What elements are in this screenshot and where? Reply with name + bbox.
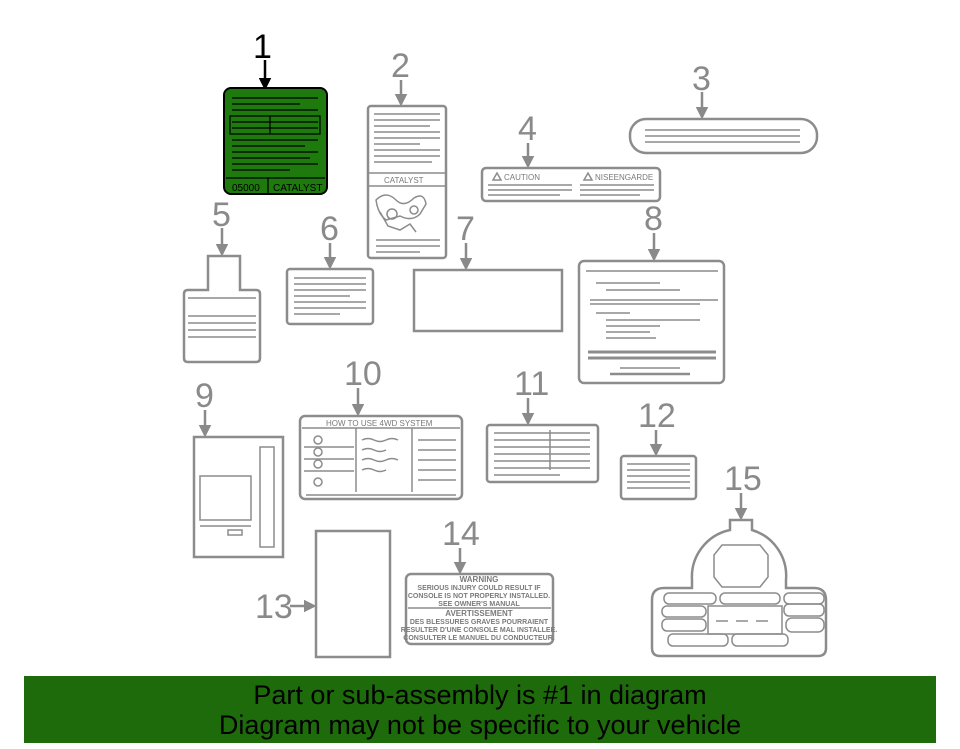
part-15-label[interactable]: 15 bbox=[650, 460, 828, 658]
label-12-body bbox=[619, 454, 698, 501]
banner-line-1: Part or sub-assembly is #1 in diagram bbox=[253, 679, 707, 710]
label-10-lines bbox=[302, 427, 460, 496]
label-9-body bbox=[192, 435, 285, 559]
callout-7: 7 bbox=[456, 210, 475, 248]
label-1-code: 05000 bbox=[232, 183, 260, 194]
callout-8: 8 bbox=[644, 200, 663, 238]
label-14-line6: CONSULTER LE MANUEL DU CONDUCTEUR. bbox=[403, 635, 554, 642]
label-10-title: HOW TO USE 4WD SYSTEM bbox=[326, 419, 433, 428]
label-9-lines bbox=[199, 446, 275, 548]
label-14-avert: AVERTISSEMENT bbox=[445, 609, 513, 618]
label-14-body bbox=[404, 572, 555, 646]
callout-14: 14 bbox=[442, 515, 480, 553]
callout-10: 10 bbox=[344, 355, 382, 393]
label-14-line1: SERIOUS INJURY COULD RESULT IF bbox=[417, 585, 541, 592]
callout-13: 13 bbox=[255, 588, 293, 626]
label-5-body bbox=[182, 254, 262, 364]
label-14-line4: DES BLESSURES GRAVES POURRAIENT bbox=[410, 619, 549, 626]
label-2-lines bbox=[369, 113, 445, 253]
part-11-label[interactable]: 11 bbox=[485, 365, 600, 484]
callout-3: 3 bbox=[692, 60, 711, 98]
callout-11: 11 bbox=[514, 365, 549, 403]
label-7-body bbox=[412, 268, 564, 333]
part-13-label[interactable]: 13 bbox=[255, 529, 392, 659]
part-4-label[interactable]: 4 CAUTION NISEENGARDE bbox=[480, 110, 662, 203]
label-6-lines bbox=[294, 277, 366, 315]
part-6-label[interactable]: 6 bbox=[285, 210, 375, 326]
label-12-lines bbox=[627, 463, 690, 489]
label-14-line5: RESULTER D'UNE CONSOLE MAL INSTALLEE. bbox=[401, 627, 558, 634]
part-1-emission-label[interactable]: 1 05000 CATALYST bbox=[223, 28, 328, 195]
label-14-line2: CONSOLE IS NOT PROPERLY INSTALLED. bbox=[408, 593, 550, 600]
callout-12: 12 bbox=[638, 397, 676, 435]
part-7-label[interactable]: 7 bbox=[412, 210, 564, 333]
label-1-catalyst: CATALYST bbox=[273, 183, 322, 194]
callout-5: 5 bbox=[212, 196, 231, 234]
label-14-line3: SEE OWNER'S MANUAL bbox=[438, 601, 520, 608]
label-1-lines bbox=[226, 97, 325, 193]
label-2-catalyst: CATALYST bbox=[384, 176, 424, 185]
part-3-label[interactable]: 3 bbox=[628, 60, 819, 155]
callout-2: 2 bbox=[391, 47, 410, 85]
banner-line-2: Diagram may not be specific to your vehi… bbox=[218, 709, 742, 740]
label-15-lines bbox=[661, 544, 825, 647]
callout-4: 4 bbox=[518, 110, 537, 148]
callout-15: 15 bbox=[724, 460, 762, 498]
label-13-body bbox=[314, 529, 392, 659]
label-10-body bbox=[298, 414, 464, 501]
label-3-lines bbox=[645, 129, 800, 143]
part-9-label[interactable]: 9 bbox=[192, 377, 285, 559]
label-4-right: NISEENGARDE bbox=[595, 173, 653, 182]
part-14-warning-label[interactable]: 14 WARNING SERIOUS INJURY COULD RESULT I… bbox=[401, 515, 558, 646]
callout-9: 9 bbox=[195, 377, 214, 415]
label-8-body bbox=[577, 259, 726, 385]
label-4-caution: CAUTION bbox=[504, 173, 540, 182]
part-5-label[interactable]: 5 bbox=[182, 196, 262, 364]
callout-6: 6 bbox=[320, 210, 339, 248]
part-10-label[interactable]: 10 HOW TO USE 4WD SYSTEM bbox=[298, 355, 464, 501]
part-2-label[interactable]: 2 CATALYST bbox=[366, 47, 448, 260]
label-14-warning: WARNING bbox=[460, 575, 499, 584]
part-12-label[interactable]: 12 bbox=[619, 397, 698, 501]
part-8-label[interactable]: 8 bbox=[577, 200, 726, 385]
callout-1: 1 bbox=[253, 28, 272, 66]
label-4-lines bbox=[488, 171, 654, 196]
label-1-body bbox=[223, 87, 328, 195]
label-8-lines bbox=[586, 270, 718, 376]
label-11-lines bbox=[494, 430, 590, 476]
label-15-body bbox=[650, 518, 828, 658]
info-banner: Part or sub-assembly is #1 in diagram Di… bbox=[24, 676, 936, 743]
label-5-lines bbox=[188, 297, 256, 338]
